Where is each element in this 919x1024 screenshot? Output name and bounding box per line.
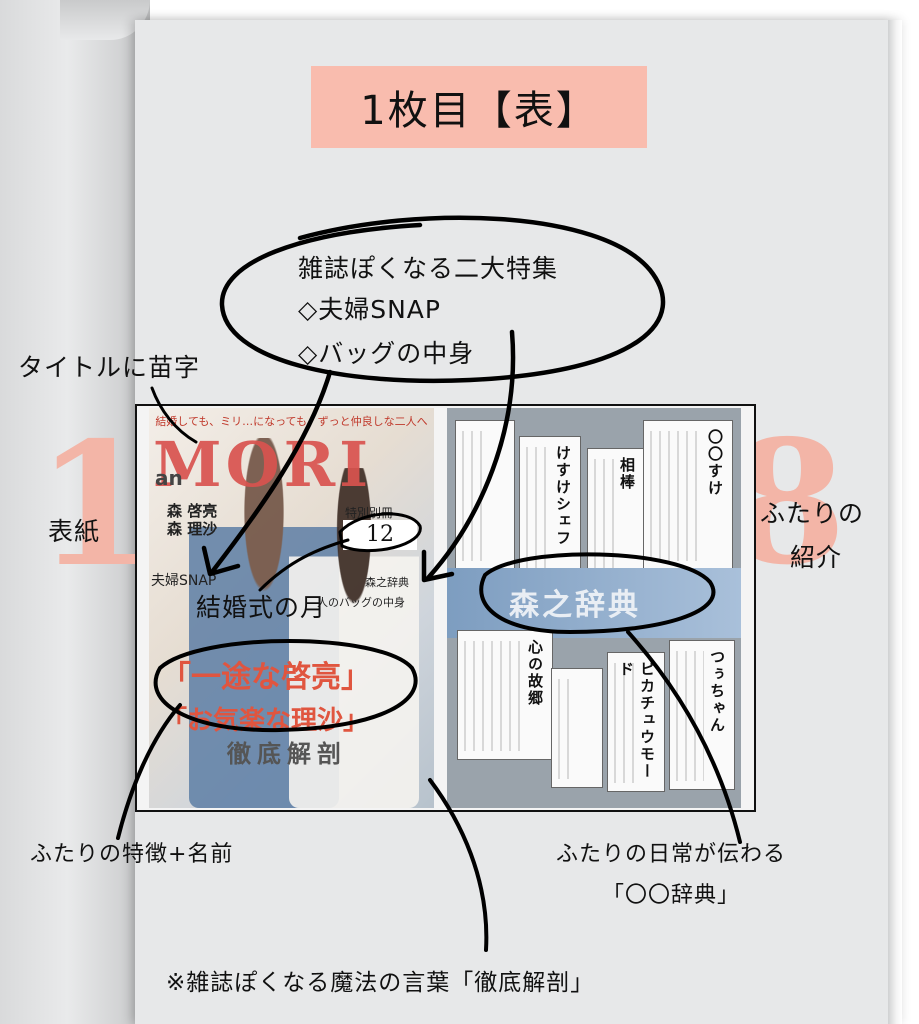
feature-couple-snap: ◇夫婦SNAP — [298, 295, 441, 324]
cover-issue: 12 — [343, 520, 417, 550]
intro-spread: けすけシェフ 相棒 〇〇すけ 森之辞典 心の故郷 ピカチュウモード つぅちゃん — [447, 408, 741, 808]
card-memo-1 — [455, 420, 515, 570]
page-number-left: 1 — [36, 405, 155, 605]
cover-supplement: 特別別冊 — [345, 506, 394, 520]
cover-headline-1: 「一途な啓亮」 — [161, 660, 371, 695]
cover-dict-tag: 森之辞典 — [365, 576, 409, 589]
book-left-page — [0, 0, 150, 1024]
dict-title: 森之辞典 — [509, 588, 641, 623]
cover-dissect: 徹底解剖 — [227, 739, 347, 768]
card-partner: 相棒 — [587, 448, 645, 578]
cover-logo-small: an — [155, 466, 183, 490]
card-tsuuchan: つぅちゃん — [669, 640, 735, 790]
note-cover: 表紙 — [48, 517, 101, 546]
cover-couple-snap: 夫婦SNAP — [151, 573, 217, 589]
features-heading: 雑誌ぽくなる二大特集 — [298, 254, 559, 283]
note-traits-names: ふたりの特徴+名前 — [30, 842, 234, 867]
feature-bag-contents: ◇バッグの中身 — [298, 339, 475, 368]
card-home-town: 心の故郷 — [457, 630, 553, 760]
note-intro-1: ふたりの — [760, 499, 865, 528]
note-dict-name: 「〇〇辞典」 — [602, 883, 741, 908]
card-pikachu-mode: ピカチュウモード — [607, 652, 665, 792]
page-title: 1枚目【表】 — [311, 66, 647, 148]
note-intro-2: 紹介 — [790, 543, 843, 572]
note-daily-life: ふたりの日常が伝わる — [556, 842, 787, 867]
cover-headline-2: 「お気楽な理沙」 — [161, 706, 370, 736]
card-photo — [551, 668, 603, 788]
cover-bag-tag: 人のバッグの中身 — [317, 596, 405, 609]
cover-name-2: 森 理沙 — [167, 520, 218, 538]
cover-logo: MORI — [153, 428, 373, 501]
cover-name-1: 森 啓亮 — [167, 502, 218, 520]
note-surname-title: タイトルに苗字 — [18, 353, 201, 382]
page-edge — [888, 20, 902, 1024]
note-magic-words: ※雑誌ぽくなる魔法の言葉「徹底解剖」 — [166, 970, 595, 996]
card-oosuke: 〇〇すけ — [643, 420, 733, 570]
note-wedding-month: 結婚式の月 — [196, 593, 327, 622]
